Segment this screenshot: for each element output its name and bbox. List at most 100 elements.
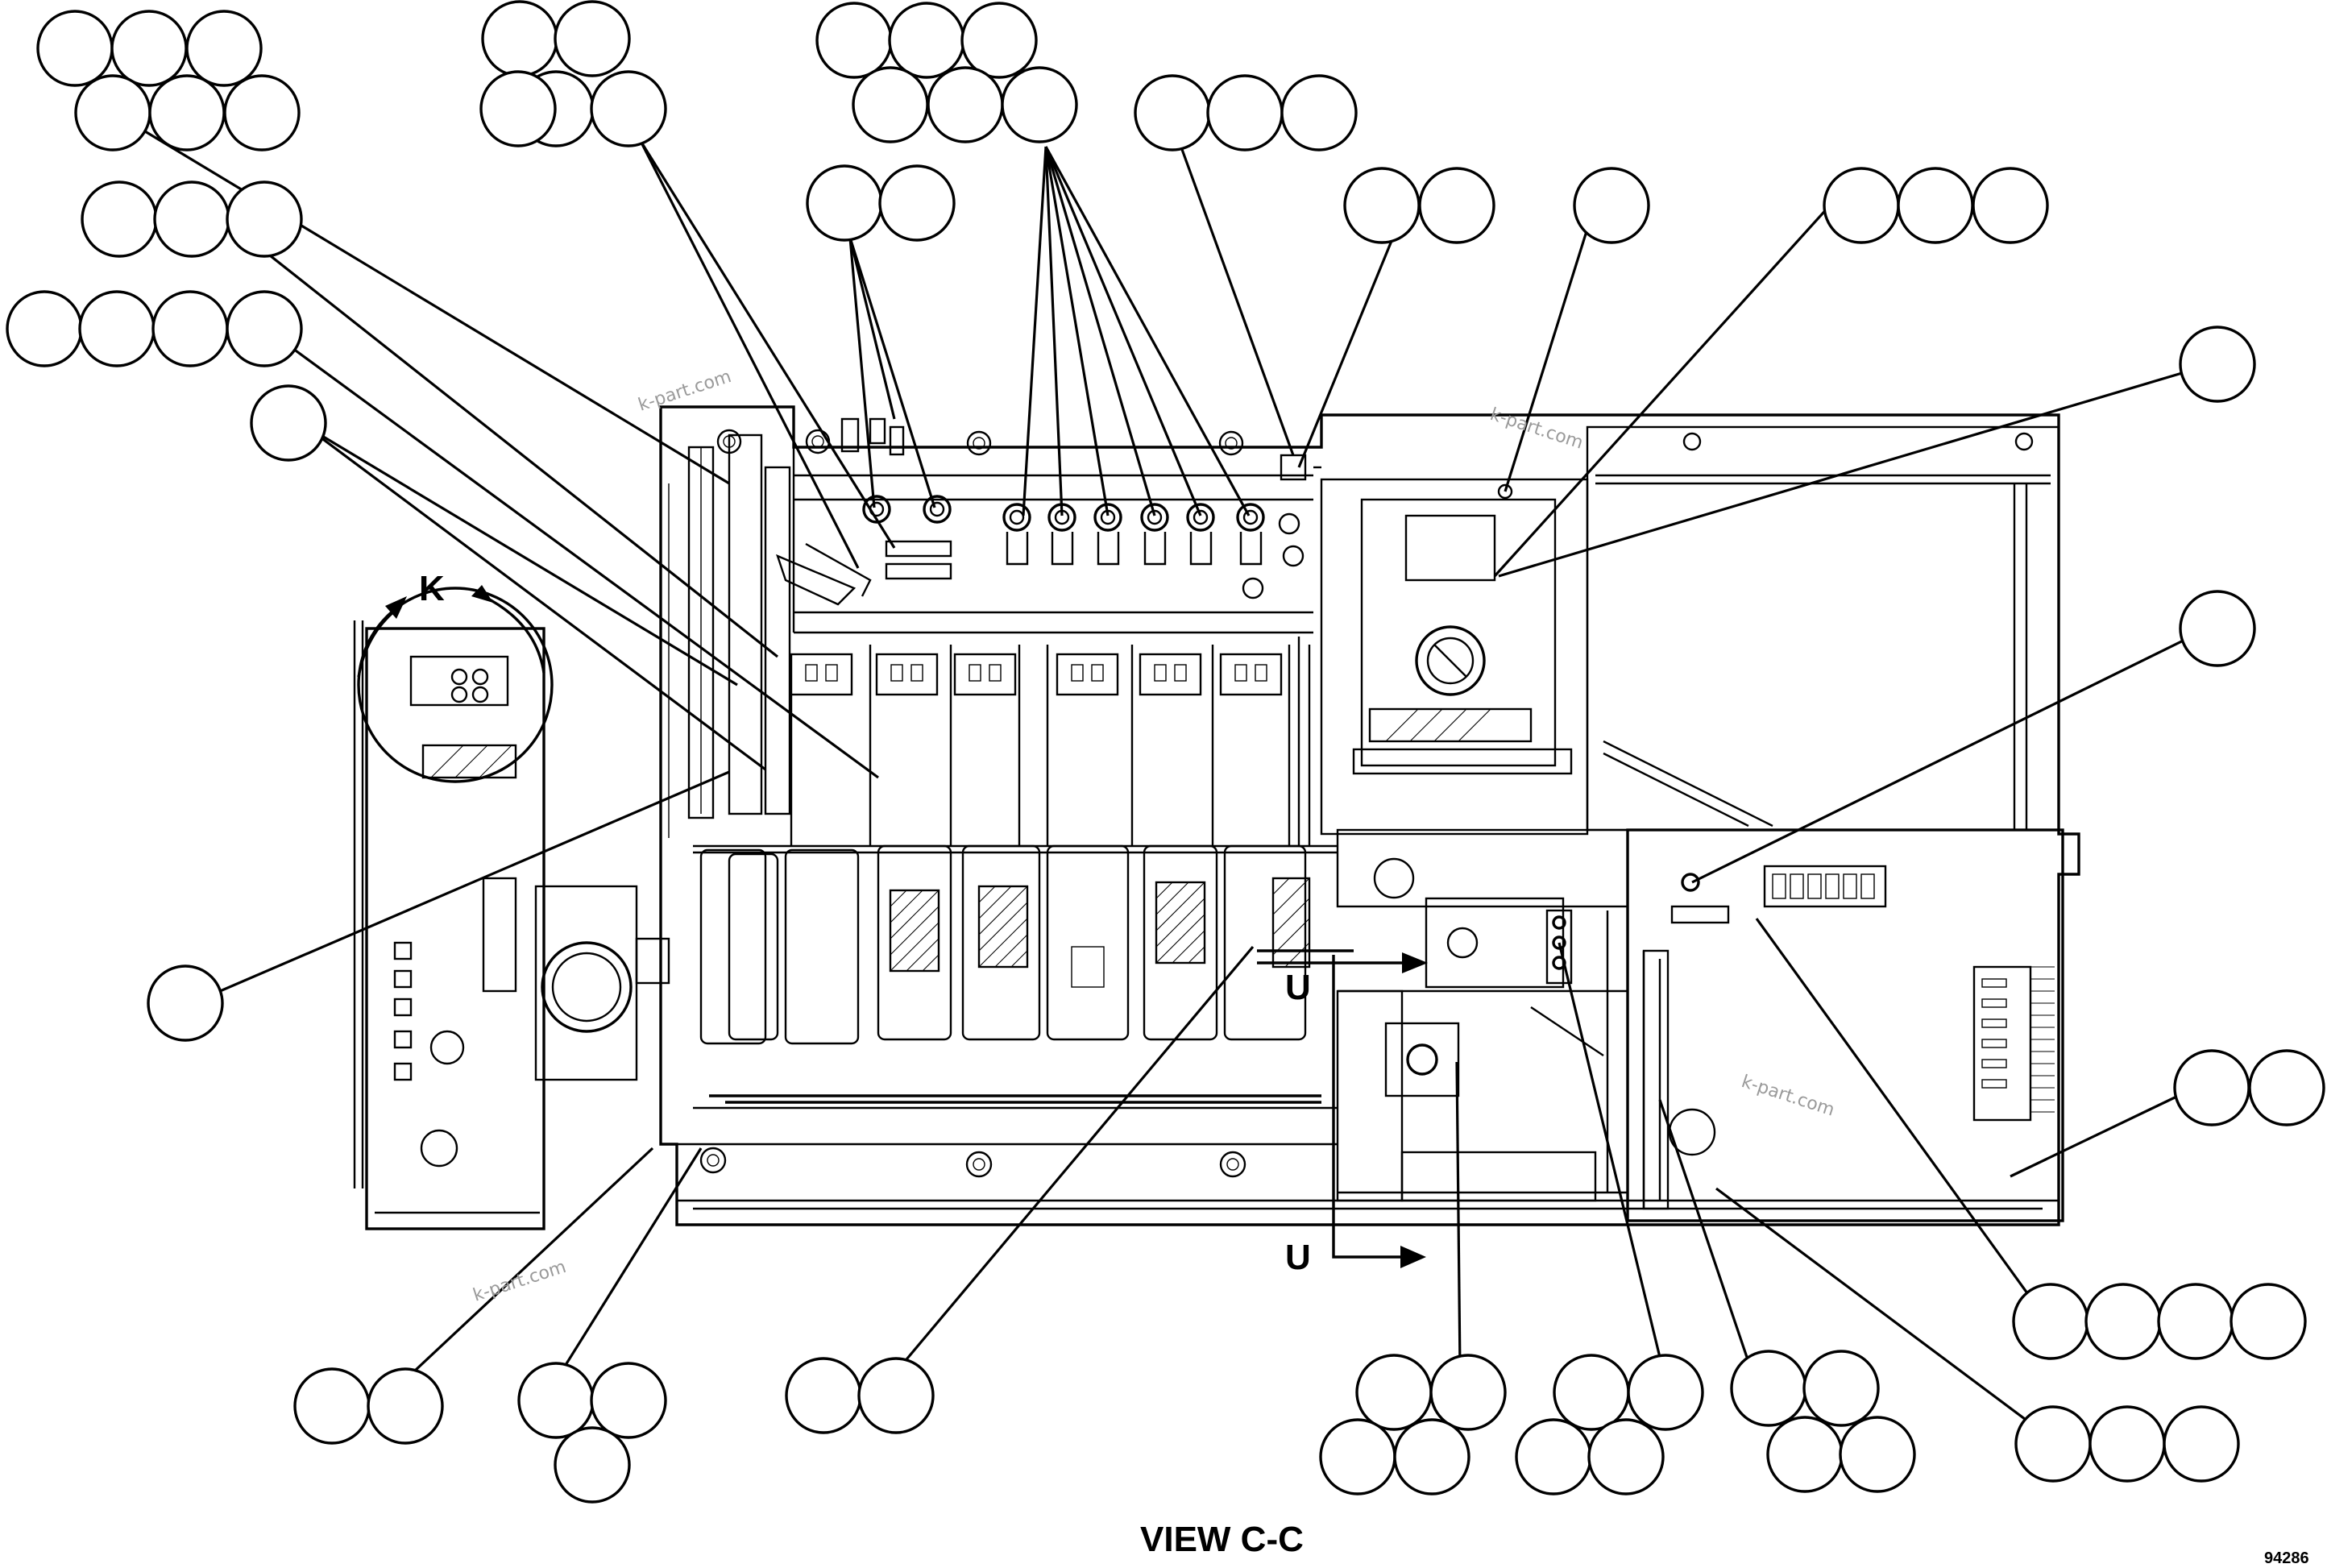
callout-bubble: [1429, 1354, 1507, 1431]
callout-bubble: [1766, 1416, 1844, 1493]
detail-k: [353, 585, 670, 1230]
callout-group-g23: [2014, 1405, 2240, 1483]
section-cut-u: [1257, 949, 1428, 1268]
connector-strip: [1772, 873, 1875, 899]
callout-bubble: [36, 10, 114, 87]
callout-bubble: [1627, 1354, 1704, 1431]
callout-bubble: [1393, 1418, 1470, 1495]
callout-bubble: [852, 66, 929, 143]
callout-bubble: [927, 66, 1004, 143]
watermark: k-part.com: [1487, 404, 1586, 454]
callout-bubble: [2230, 1283, 2307, 1360]
callout-bubble: [815, 2, 893, 79]
callout-group-g21: [1730, 1350, 1916, 1493]
callout-bubble: [185, 10, 263, 87]
callout-bubble: [888, 2, 965, 79]
callout-bubble: [878, 164, 956, 242]
callout-bubble: [1587, 1418, 1665, 1495]
callout-group-g19: [1319, 1354, 1507, 1495]
lower-modules: [699, 844, 1307, 1045]
callout-bubble: [1972, 167, 2049, 244]
callout-group-g8: [1823, 167, 2049, 244]
callout-bubble: [479, 70, 557, 147]
module-bodies: [790, 637, 1311, 846]
section-label-upper: U: [1285, 968, 1311, 1007]
callout-group-g3: [815, 2, 1078, 143]
main-housing-outline: [659, 405, 2080, 1226]
callout-bubble: [223, 74, 301, 151]
callout-bubble: [148, 74, 226, 151]
callout-group-g5: [806, 164, 956, 242]
callout-bubble: [1206, 74, 1284, 151]
callout-bubble: [2157, 1283, 2234, 1360]
callout-bubble: [110, 10, 188, 87]
callout-bubble: [1897, 167, 1974, 244]
callout-bubble: [1418, 167, 1495, 244]
callout-group-g12: [250, 384, 327, 462]
callout-bubble: [250, 384, 327, 462]
callout-bubble: [2014, 1405, 2092, 1483]
callout-group-g10: [81, 180, 303, 258]
callout-bubble: [6, 290, 83, 367]
section-label-lower: U: [1285, 1238, 1311, 1277]
callout-group-g17: [517, 1362, 667, 1504]
hatched-areas: [889, 877, 1311, 973]
callout-bubble: [1553, 1354, 1630, 1431]
callout-group-g14: [2179, 590, 2256, 667]
callout-group-g13: [147, 964, 224, 1042]
callout-bubble: [785, 1357, 862, 1434]
callout-bubble: [554, 1426, 631, 1504]
detail-label-k: K: [419, 569, 445, 608]
callout-bubble: [1134, 74, 1211, 151]
callout-group-g22: [2012, 1283, 2307, 1360]
callout-bubble: [1802, 1350, 1880, 1427]
callout-bubble: [1280, 74, 1358, 151]
callout-bubble: [857, 1357, 935, 1434]
callout-group-g15: [2173, 1049, 2325, 1126]
callout-bubble: [590, 1362, 667, 1439]
drawing-number: 94286: [2264, 1549, 2309, 1567]
callout-bubble: [1001, 66, 1078, 143]
callout-bubble: [1839, 1416, 1916, 1493]
callout-bubble: [2179, 326, 2256, 403]
view-title: VIEW C-C: [1140, 1520, 1304, 1559]
callout-bubbles: [6, 0, 2325, 1504]
terminal-lugs: [862, 495, 1265, 566]
callout-bubble: [153, 180, 230, 258]
callout-bubble: [293, 1367, 371, 1445]
callout-group-g11: [6, 290, 303, 367]
callout-bubble: [590, 70, 667, 147]
callout-bubble: [1515, 1418, 1592, 1495]
callout-bubble: [2163, 1405, 2240, 1483]
callout-bubble: [960, 2, 1038, 79]
callout-bubble: [2248, 1049, 2325, 1126]
callout-group-g2: [479, 0, 667, 147]
callout-bubble: [517, 1362, 595, 1439]
callout-bubble: [806, 164, 883, 242]
callout-bubble: [367, 1367, 444, 1445]
equipment-assembly: [353, 405, 2080, 1268]
callout-bubble: [1319, 1418, 1396, 1495]
callout-bubble: [554, 0, 631, 77]
callout-bubble: [226, 290, 303, 367]
callout-bubble: [147, 964, 224, 1042]
callout-group-g9: [2179, 326, 2256, 403]
callout-bubble: [2088, 1405, 2166, 1483]
callout-bubble: [2173, 1049, 2250, 1126]
heatsink-fins: [1981, 966, 2055, 1113]
callout-group-g18: [785, 1357, 935, 1434]
callout-bubble: [74, 74, 151, 151]
callout-bubble: [2179, 590, 2256, 667]
watermark: k-part.com: [471, 1257, 569, 1306]
mounting-bolts-upper: [716, 429, 1244, 456]
callout-bubble: [78, 290, 156, 367]
callout-bubble: [1355, 1354, 1433, 1431]
callout-bubble: [226, 180, 303, 258]
callout-bubble: [151, 290, 229, 367]
callout-group-g6: [1343, 167, 1495, 244]
callout-bubble: [2084, 1283, 2162, 1360]
callout-group-g4: [1134, 74, 1358, 151]
callout-bubble: [1730, 1350, 1807, 1427]
module-tops: [790, 653, 1283, 696]
